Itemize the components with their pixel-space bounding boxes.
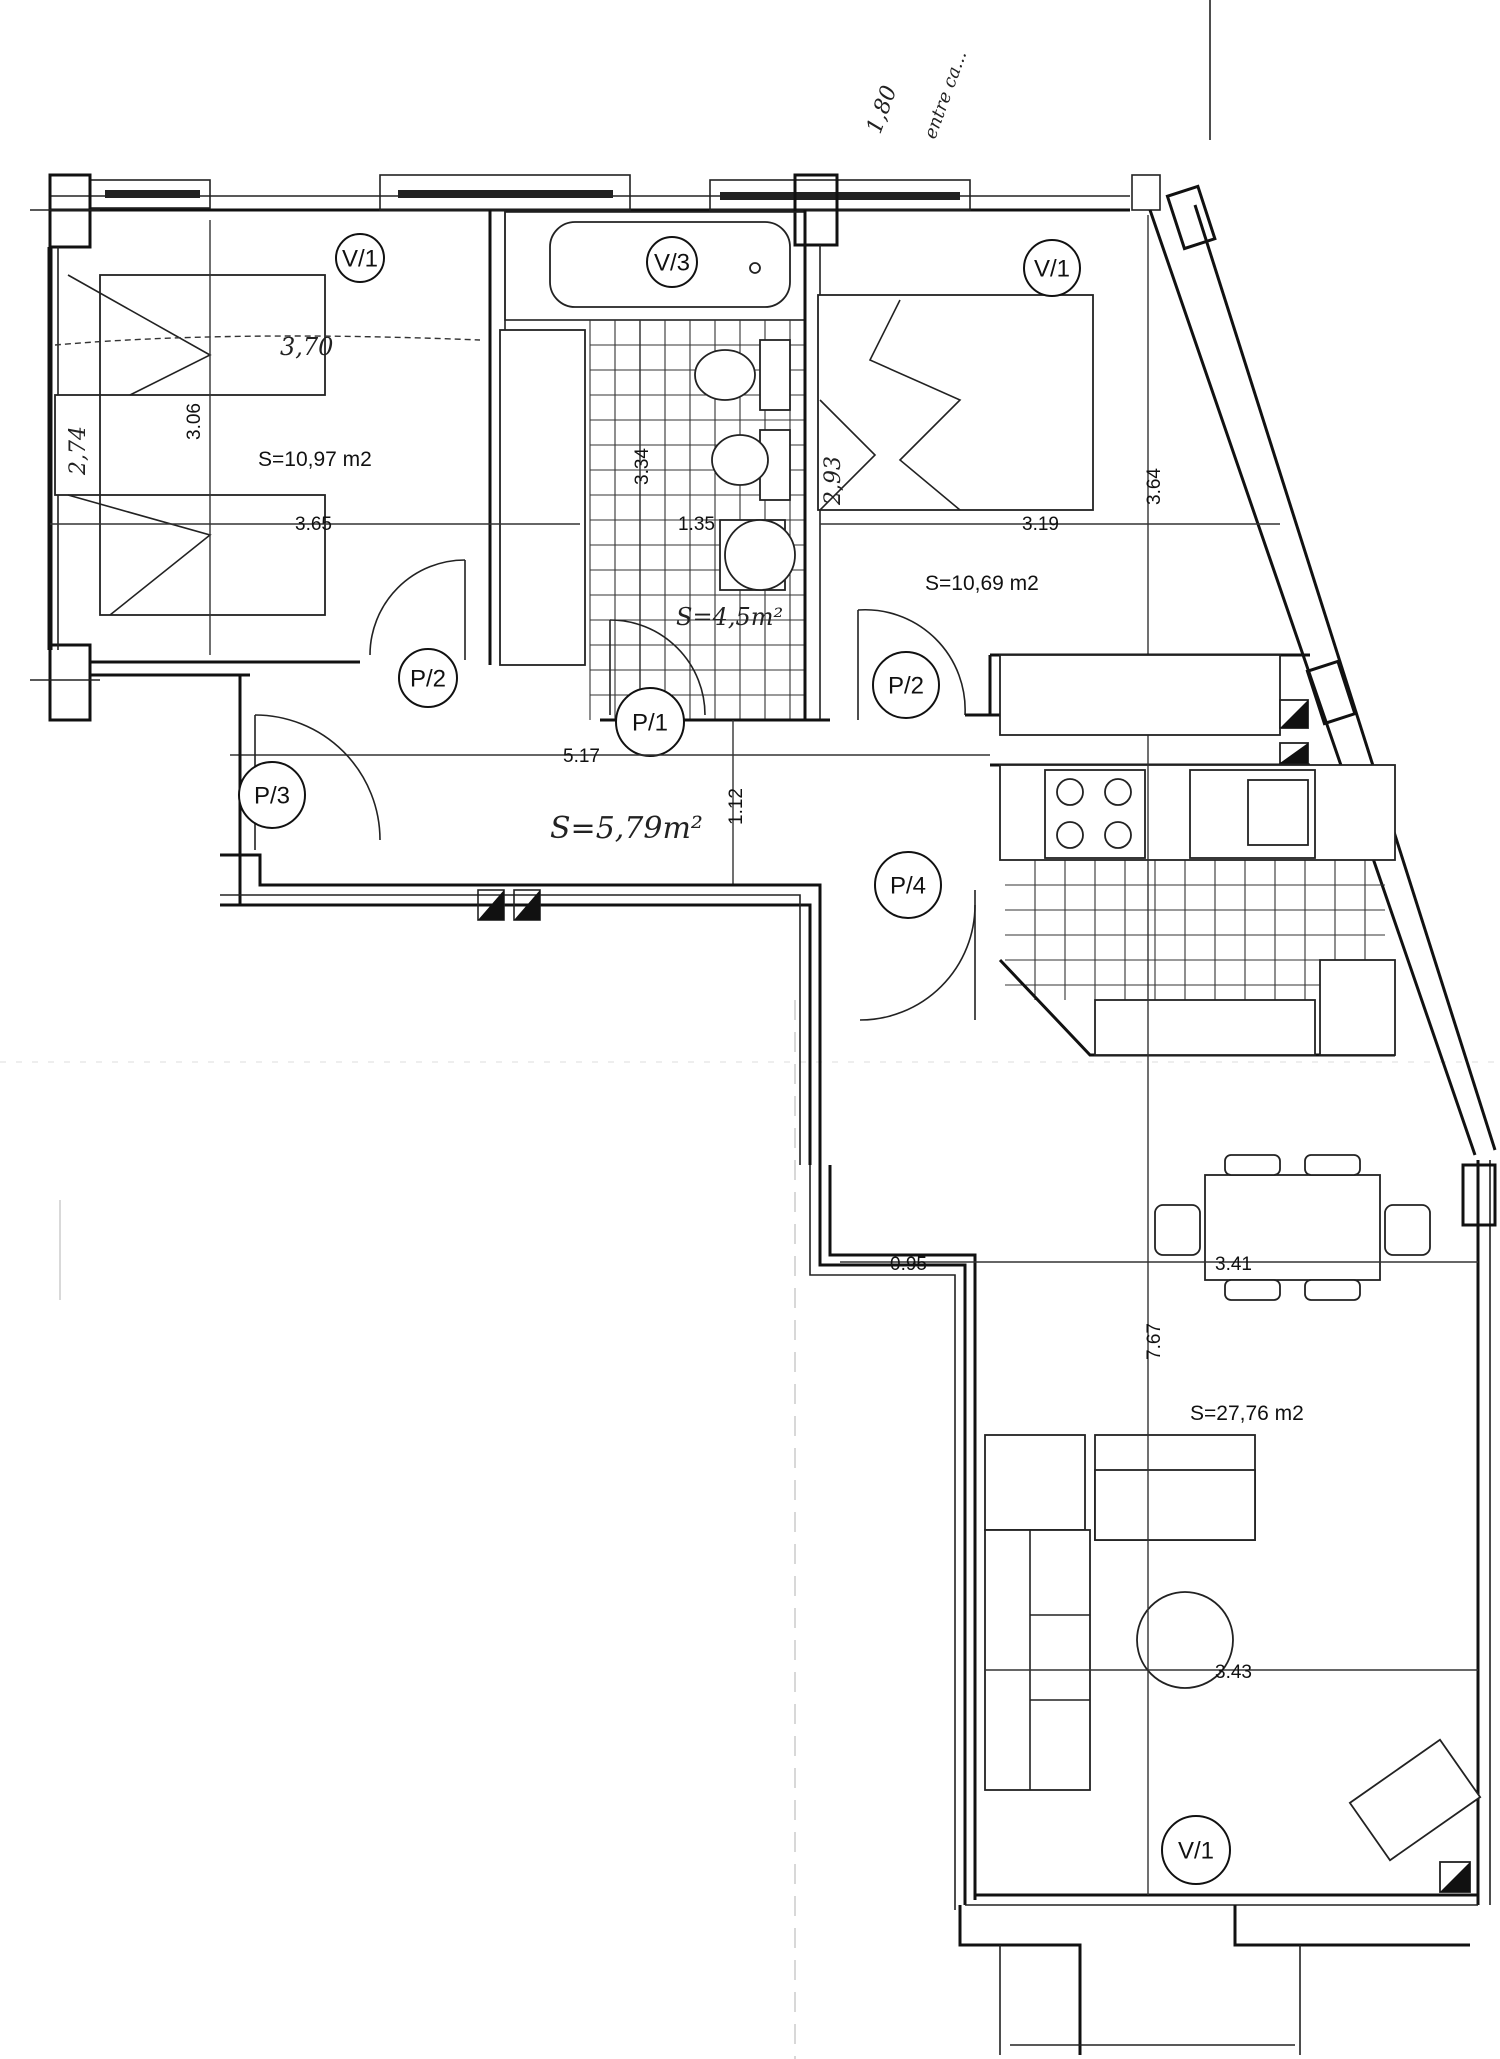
bedroom-right-area: S=10,69 m2	[925, 572, 1039, 595]
bedroom-left-height-dim: 3.06	[184, 403, 205, 440]
bathroom-window-tag: V/3	[654, 249, 690, 276]
bathroom-height-dim: 3.34	[632, 448, 653, 485]
bedroom-right-width-dim: 3.19	[1022, 514, 1059, 535]
living-area: S=27,76 m2	[1190, 1402, 1304, 1425]
bedroom-left-hand-dim: 2,74	[66, 426, 91, 476]
bathroom: 3.34 1.35 S=4,5m² V/3 P/1	[504, 210, 830, 757]
bedroom-left-window-tag: V/1	[342, 245, 378, 272]
hallway-height-dim: 1.12	[726, 788, 747, 825]
top-handwritten-note: 1,80 entre ca...	[862, 48, 971, 142]
left-column-markers	[30, 173, 839, 722]
living-width-bottom-dim: 3.43	[1215, 1662, 1252, 1683]
bathroom-area: S=4,5m²	[676, 603, 783, 631]
top-scribble-1: 1,80	[862, 82, 902, 137]
top-exterior-wall	[50, 174, 1161, 212]
top-scribble-2: entre ca...	[920, 48, 971, 142]
kitchen: P/4	[859, 653, 1396, 1057]
hallway-area: S=5,79m²	[550, 811, 703, 846]
kitchen-door-tag: P/4	[890, 872, 926, 899]
living-window-tag: V/1	[1178, 1837, 1214, 1864]
hallway-door-tag: P/3	[254, 782, 290, 809]
bedroom-left-door-tag: P/2	[410, 665, 446, 692]
bedroom-left-hand-width: 3,70	[280, 333, 333, 361]
bathroom-door-tag: P/1	[632, 709, 668, 736]
bedroom-right: 3.19 3.64 2,93 S=10,69 m2 V/1 P/2	[817, 184, 1497, 1156]
bedroom-right-height-dim: 3.64	[1144, 468, 1165, 505]
bedroom-right-door-tag: P/2	[888, 672, 924, 699]
bedroom-left-width-dim: 3.65	[295, 514, 332, 535]
hallway-width-dim: 5.17	[563, 746, 600, 767]
bathroom-width-dim: 1.35	[678, 514, 715, 535]
bedroom-right-hand-dim: 2,93	[821, 456, 846, 506]
bedroom-right-window-tag: V/1	[1034, 255, 1070, 282]
living-height-dim: 7.67	[1144, 1323, 1165, 1360]
living-width-top-dim: 3.41	[1215, 1254, 1252, 1275]
bedroom-left-area: S=10,97 m2	[258, 448, 372, 471]
living-offset-dim: 0.95	[890, 1254, 927, 1275]
hallway: 5.17 1.12 S=5,79m² P/3	[220, 675, 990, 1165]
living-room: 0.95 3.41 3.43 7.67 S=27,76 m2 V/1	[809, 745, 1497, 2055]
bedroom-left: 3.65 3.06 2,74 3,70 S=10,97 m2 V/1 P/2	[47, 210, 586, 708]
